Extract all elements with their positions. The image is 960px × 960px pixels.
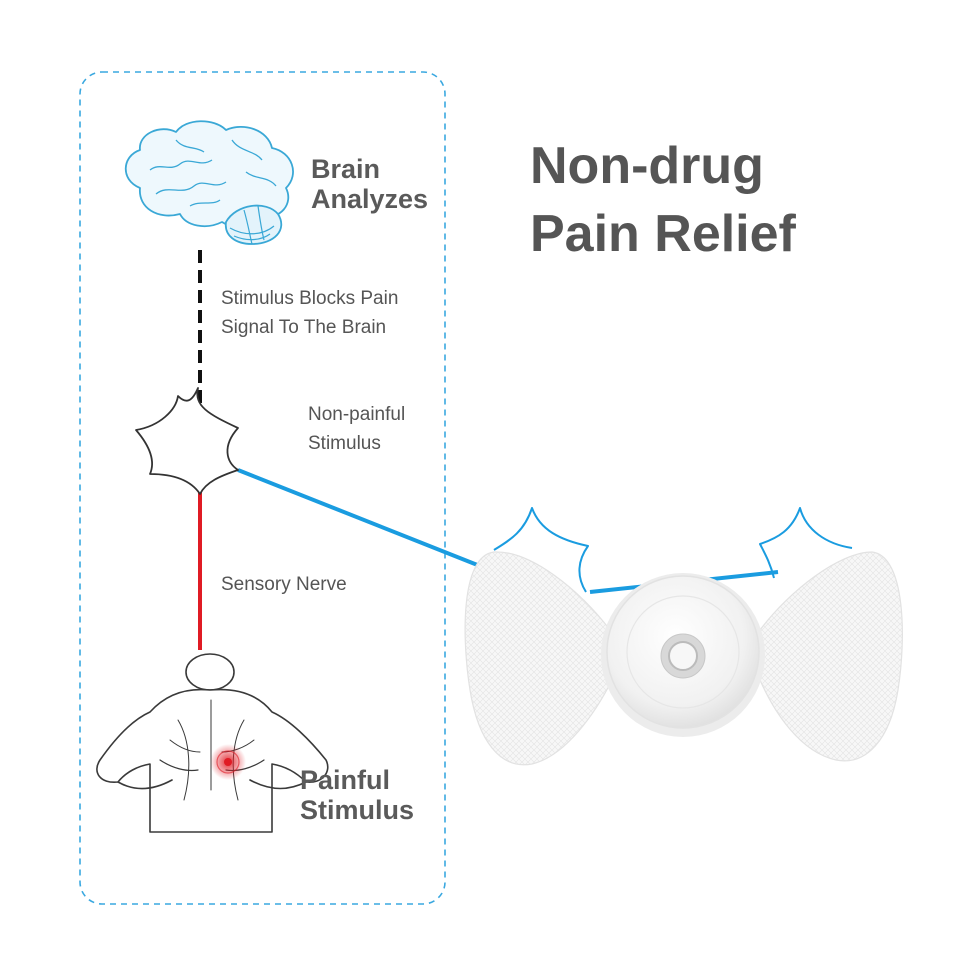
block-label-line-2: Signal To The Brain [221, 317, 387, 338]
block-label: Stimulus Blocks Pain Signal To The Brain [221, 284, 398, 342]
non-painful-label-line-1: Non-painful [308, 404, 406, 425]
brain-icon [124, 120, 294, 245]
back-pain-figure-icon [96, 653, 329, 833]
dashed-frame [79, 71, 446, 905]
painful-label-line-2: Stimulus [300, 795, 415, 825]
electric-spark-icon [493, 507, 589, 593]
tens-device-icon [464, 551, 903, 766]
sensory-nerve-label: Sensory Nerve [221, 574, 347, 595]
brain-label-line-1: Brain [311, 154, 381, 184]
headline-line-1: Non-drug [530, 137, 764, 195]
neuron-star-icon [135, 387, 239, 495]
headline: Non-drug Pain Relief [530, 132, 796, 268]
non-painful-label: Non-painful Stimulus [308, 400, 405, 458]
pain-dot [224, 758, 232, 766]
pain-ring [216, 750, 240, 774]
headline-line-2: Pain Relief [530, 205, 796, 263]
brain-label: Brain Analyzes [311, 154, 428, 214]
painful-label: Painful Stimulus [300, 765, 414, 825]
brain-label-line-2: Analyzes [311, 184, 429, 214]
painful-label-line-1: Painful [300, 765, 391, 795]
non-painful-label-line-2: Stimulus [308, 433, 381, 454]
electrode-wire [237, 468, 486, 570]
electric-spark-icon-right [759, 507, 853, 579]
block-label-line-1: Stimulus Blocks Pain [221, 288, 399, 309]
